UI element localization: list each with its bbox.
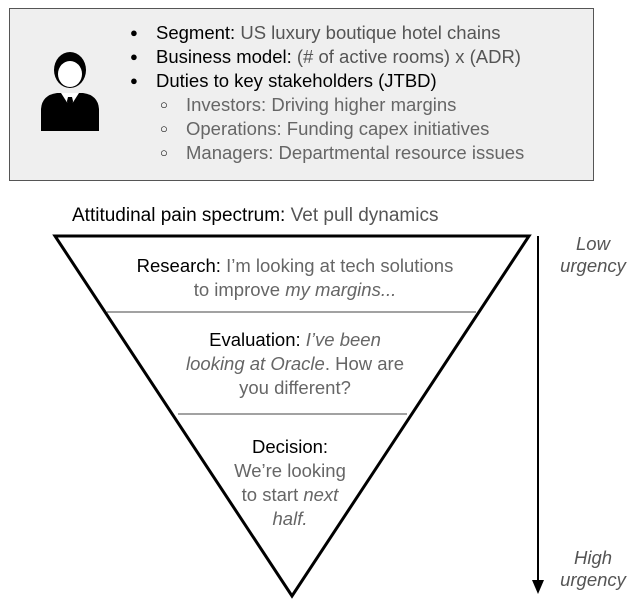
bullet-segment: Segment: US luxury boutique hotel chains	[130, 21, 524, 45]
bullet-business-model: Business model: (# of active rooms) x (A…	[130, 45, 524, 69]
persona-panel: Segment: US luxury boutique hotel chains…	[9, 8, 594, 181]
stage-decision: Decision: We’re looking to start next ha…	[234, 436, 346, 529]
persona-bullets: Segment: US luxury boutique hotel chains…	[130, 21, 524, 165]
urgency-arrowhead	[532, 580, 544, 594]
funnel-triangle	[52, 234, 532, 599]
bullet-duties: Duties to key stakeholders (JTBD)	[130, 69, 524, 93]
high-urgency-label: High urgency	[560, 547, 626, 590]
sub-bullet-managers: Managers: Departmental resource issues	[130, 141, 524, 165]
low-urgency-label: Low urgency	[560, 233, 626, 276]
sub-bullet-operations: Operations: Funding capex initiatives	[130, 117, 524, 141]
businessman-icon	[41, 52, 99, 131]
sub-bullet-investors: Investors: Driving higher margins	[130, 93, 524, 117]
stage-research: Research: I’m looking at tech solutions …	[136, 255, 454, 300]
spectrum-title: Attitudinal pain spectrum: Vet pull dyna…	[72, 205, 439, 226]
stage-evaluation: Evaluation: I’ve been looking at Oracle.…	[186, 329, 404, 398]
